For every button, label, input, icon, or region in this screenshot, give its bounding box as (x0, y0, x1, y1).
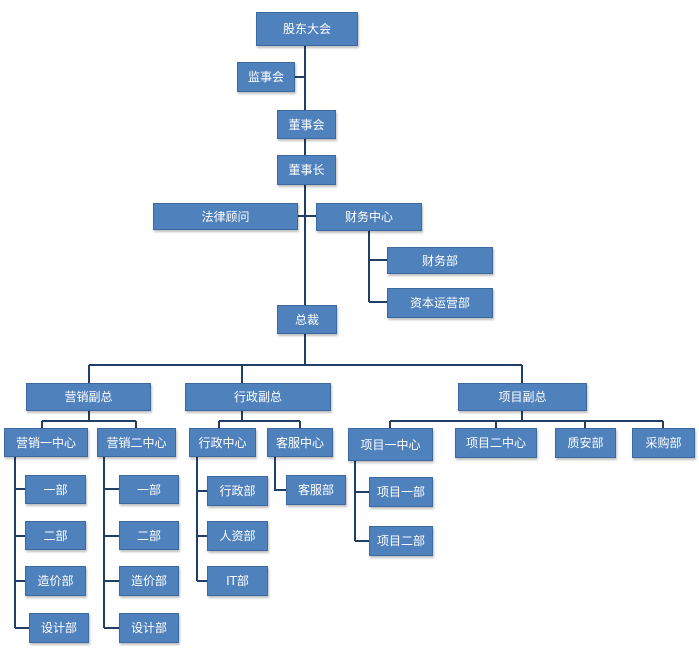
node-purchase-dept: 采购部 (632, 428, 695, 458)
node-hr-dept: 人资部 (207, 521, 268, 551)
node-president: 总裁 (277, 305, 337, 334)
node-mc1-cost: 造价部 (25, 566, 86, 596)
node-finance-center: 财务中心 (316, 203, 422, 231)
admin-center-branch (196, 457, 207, 582)
node-proj-center2: 项目二中心 (455, 428, 537, 458)
node-capital-ops: 资本运营部 (387, 288, 493, 318)
node-vp-project: 项目副总 (458, 383, 587, 411)
node-quality-dept: 质安部 (555, 428, 616, 458)
node-mc2-dept2: 二部 (119, 521, 179, 550)
node-mkt-center2: 营销二中心 (97, 428, 176, 457)
node-mc2-dept1: 一部 (119, 475, 179, 504)
node-it-dept: IT部 (207, 566, 268, 596)
admin-bus (218, 411, 301, 428)
node-admin-center: 行政中心 (189, 428, 256, 457)
node-cs-center: 客服中心 (267, 428, 333, 457)
vp-bus (88, 334, 523, 383)
project-bus (389, 411, 664, 428)
finance-branch (368, 231, 387, 303)
node-proj-dept2: 项目二部 (369, 526, 433, 556)
node-mkt-center1: 营销一中心 (4, 428, 88, 457)
node-legal: 法律顾问 (153, 203, 298, 230)
node-mc2-cost: 造价部 (119, 566, 179, 596)
proj-center1-branch (354, 461, 369, 542)
mkt-center1-branch (14, 457, 29, 629)
node-finance-dept: 财务部 (387, 247, 493, 274)
node-board: 董事会 (277, 110, 336, 139)
node-admin-dept: 行政部 (207, 476, 268, 506)
node-proj-center1: 项目一中心 (348, 428, 433, 461)
node-chairman: 董事长 (277, 155, 336, 185)
node-mc1-design: 设计部 (29, 613, 89, 643)
node-mc1-dept1: 一部 (25, 475, 86, 504)
node-supervisors: 监事会 (237, 62, 295, 92)
node-vp-marketing: 营销副总 (26, 383, 151, 411)
mkt-center2-branch (103, 457, 119, 629)
node-mc2-design: 设计部 (119, 613, 179, 643)
node-cs-dept: 客服部 (286, 475, 346, 505)
node-proj-dept1: 项目一部 (369, 477, 433, 507)
node-vp-admin: 行政副总 (185, 383, 331, 411)
node-mc1-dept2: 二部 (25, 521, 86, 550)
marketing-bus (41, 411, 137, 428)
cs-center-branch (274, 457, 286, 491)
node-shareholders: 股东大会 (256, 12, 358, 46)
